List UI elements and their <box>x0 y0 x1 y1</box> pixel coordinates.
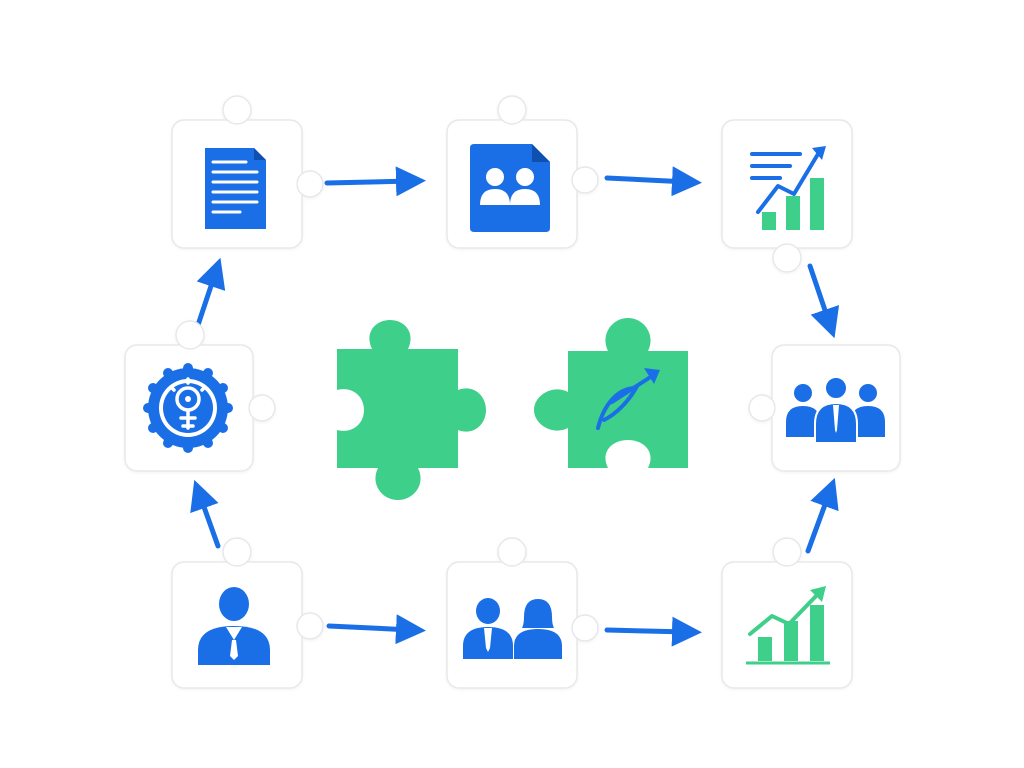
arrow-profile-to-trend <box>604 166 702 197</box>
edge-arrows <box>190 166 840 647</box>
tile-person <box>171 537 324 689</box>
tile-pair <box>446 537 599 689</box>
user-profile-card-icon <box>470 144 550 232</box>
trend-bar-chart-icon <box>750 146 826 230</box>
arrow-person-to-idea <box>190 479 221 549</box>
arrow-growth-to-team <box>805 477 839 554</box>
puzzle-piece-arrow-icon <box>534 318 688 468</box>
arrow-idea-to-document <box>194 257 226 331</box>
arrow-pair-to-growth <box>604 616 702 647</box>
puzzle-piece-icon <box>337 320 486 500</box>
document-icon <box>205 148 266 229</box>
arrow-document-to-profile <box>324 166 426 197</box>
arrow-trend-to-team <box>807 263 840 339</box>
two-people-icon <box>463 598 562 659</box>
lightbulb-badge-icon <box>143 363 233 453</box>
tile-growth-chart <box>721 537 853 689</box>
arrow-person-to-pair <box>326 614 426 645</box>
team-group-icon <box>786 376 885 444</box>
growth-bar-chart-icon <box>746 586 830 665</box>
businessman-icon <box>198 587 270 665</box>
